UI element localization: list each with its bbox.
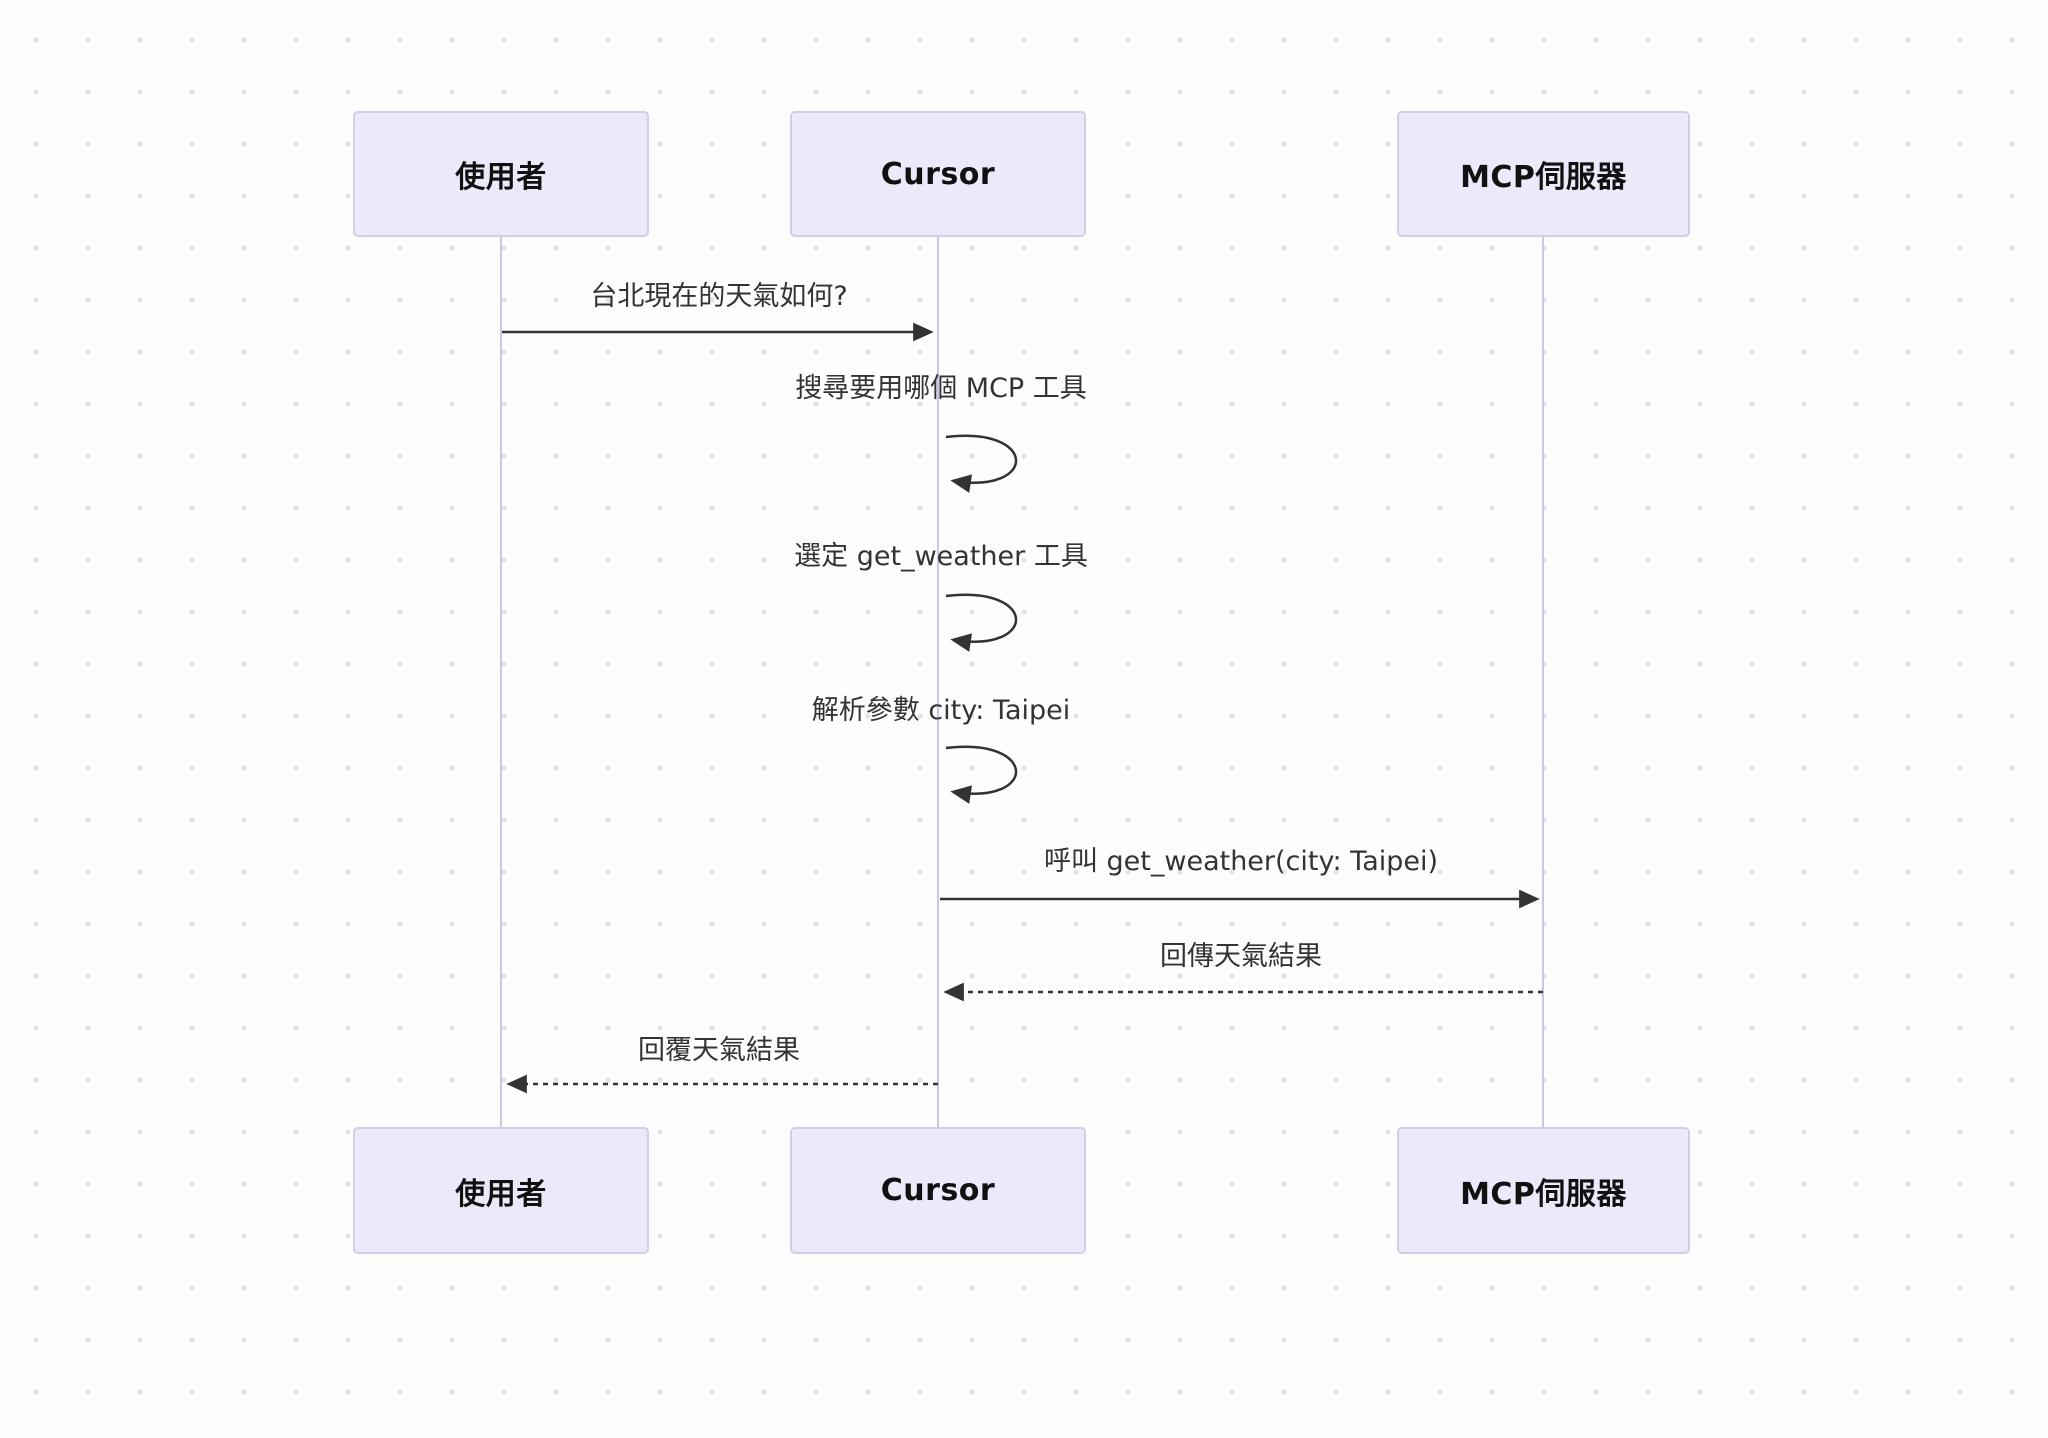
message-label-7: 回覆天氣結果 <box>638 1035 800 1066</box>
actor-bottom-mcp: MCP伺服器 <box>1397 1127 1690 1254</box>
actor-label: 使用者 <box>455 1176 547 1212</box>
message-label-4: 解析參數 city: Taipei <box>811 695 1071 726</box>
message-label-6: 回傳天氣結果 <box>1160 941 1322 972</box>
message-label-2: 搜尋要用哪個 MCP 工具 <box>795 373 1087 404</box>
actor-top-user: 使用者 <box>353 111 649 237</box>
message-label-5: 呼叫 get_weather(city: Taipei) <box>1043 846 1439 877</box>
actor-top-cursor: Cursor <box>790 111 1086 237</box>
self-loop-2 <box>945 434 1018 493</box>
actor-bottom-cursor: Cursor <box>790 1127 1086 1254</box>
message-label-1: 台北現在的天氣如何? <box>590 281 848 312</box>
actor-label: Cursor <box>880 156 996 192</box>
message-label-3: 選定 get_weather 工具 <box>794 541 1088 572</box>
self-loop-3 <box>945 593 1018 652</box>
actor-label: 使用者 <box>455 160 547 195</box>
actor-label: Cursor <box>880 1173 996 1208</box>
actor-top-mcp: MCP伺服器 <box>1397 111 1690 237</box>
actor-label: MCP伺服器 <box>1460 1176 1627 1212</box>
self-loop-4 <box>945 745 1018 804</box>
actor-label: MCP伺服器 <box>1460 160 1627 195</box>
actor-bottom-user: 使用者 <box>353 1127 649 1254</box>
